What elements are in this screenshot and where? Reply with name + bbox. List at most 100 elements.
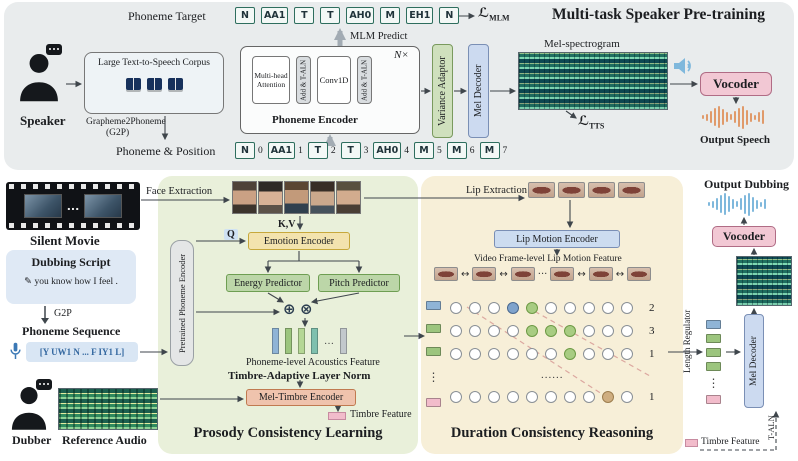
lip-image xyxy=(588,267,613,281)
lip-image xyxy=(618,182,645,198)
mlm-predict-label: MLM Predict xyxy=(350,31,408,42)
add-operator-icon: ⊕ xyxy=(283,300,296,318)
face-image xyxy=(336,181,361,214)
phoneme-box: M xyxy=(446,142,467,159)
position-number: 7 xyxy=(502,145,508,156)
feature-bar xyxy=(706,334,721,343)
feature-bar xyxy=(706,320,721,329)
mlm-loss: ℒMLM xyxy=(478,5,510,23)
feature-bar xyxy=(706,395,721,404)
grid-cell xyxy=(583,301,595,314)
row-label: 3 xyxy=(649,324,655,337)
grid-cell xyxy=(545,390,557,403)
lip-motion-feature-row: ↔ ↔ ··· ↔ ↔ xyxy=(434,267,652,281)
face-image xyxy=(258,181,283,214)
grid-cell xyxy=(450,301,462,314)
mel-decoder-box-2: Mel Decoder xyxy=(744,314,764,408)
grid-cell xyxy=(583,347,595,360)
phoneme-target-box: N xyxy=(235,7,255,24)
row-label: 2 xyxy=(649,301,655,314)
phoneme-box: AA1 xyxy=(267,142,296,159)
grid-cell xyxy=(545,347,557,360)
ellipsis: … xyxy=(324,335,334,347)
taln-label-right: T-ALN xyxy=(766,415,776,441)
g2p-step-label: G2P xyxy=(54,308,72,319)
grid-cell xyxy=(488,347,500,360)
grid-row: 1 xyxy=(450,385,655,408)
timbre-feature-bar-right xyxy=(685,439,698,447)
variance-adaptor-box: Variance Adaptor xyxy=(432,44,453,138)
dubbing-script-text-line: ✎ you know how I feel . xyxy=(24,276,118,287)
position-number: 1 xyxy=(298,145,303,156)
output-speech-waveform xyxy=(702,104,770,130)
grid-cell xyxy=(526,347,538,360)
query-label: Q xyxy=(224,229,238,240)
row-ellipsis: ··· xyxy=(537,268,548,280)
grid-cell xyxy=(564,324,576,337)
grid-cell xyxy=(450,390,462,403)
grid-cell xyxy=(450,324,462,337)
vocoder-box-2: Vocoder xyxy=(712,226,776,247)
phoneme-target-box: T xyxy=(320,7,341,24)
n-times-label: N× xyxy=(394,49,409,61)
output-mel-spectrogram xyxy=(736,256,792,306)
phoneme-target-box: N xyxy=(439,7,460,24)
grid-cell xyxy=(507,347,519,360)
grid-row: ...... xyxy=(450,365,655,385)
length-regulator-label: Length Regulator xyxy=(682,309,692,373)
duration-left-bars: ⋮ xyxy=(426,301,441,407)
grid-cell xyxy=(507,301,519,314)
face-extraction-label: Face Extraction xyxy=(146,186,213,197)
speech-bubble-icon xyxy=(46,44,62,55)
speech-bubble-icon xyxy=(36,379,52,390)
position-number: 3 xyxy=(363,145,369,156)
emotion-encoder-box: Emotion Encoder xyxy=(248,232,350,250)
vocoder-box: Vocoder xyxy=(700,72,772,96)
grid-cell xyxy=(621,347,633,360)
grid-cell xyxy=(602,347,614,360)
grid-cell xyxy=(488,390,500,403)
lip-motion-feature-label: Video Frame-level Lip Motion Feature xyxy=(474,254,622,264)
lip-image xyxy=(588,182,615,198)
output-dubbing-label: Output Dubbing xyxy=(704,177,790,191)
silent-movie-label: Silent Movie xyxy=(30,233,100,248)
g2p-down-arrow xyxy=(41,306,49,324)
grid-cell xyxy=(526,324,538,337)
phoneme-target-label: Phoneme Target xyxy=(128,9,206,23)
dubbing-script-title: Dubbing Script xyxy=(31,255,111,269)
phoneme-box: AH0 xyxy=(373,142,402,159)
position-number: 5 xyxy=(437,145,442,156)
lip-image xyxy=(550,267,575,281)
lip-image xyxy=(558,182,585,198)
key-value-label: K,V xyxy=(278,219,296,230)
vertical-ellipsis: ⋮ xyxy=(707,376,720,390)
acoustic-bar xyxy=(285,328,292,354)
mel-decoder-box: Mel Decoder xyxy=(468,44,489,138)
acoustics-feature-label: Phoneme-level Acoustics Feature xyxy=(246,357,380,368)
pretrained-phoneme-encoder-box: Pretrained Phoneme Encoder xyxy=(170,240,194,366)
face-image xyxy=(232,181,257,214)
grid-cell xyxy=(469,347,481,360)
pencil-icon: ✎ xyxy=(24,277,33,287)
pitch-predictor-box: Pitch Predictor xyxy=(318,274,400,292)
acoustic-bar xyxy=(311,328,318,354)
prosody-title: Prosody Consistency Learning xyxy=(193,425,383,441)
grid-cell xyxy=(450,347,462,360)
bidir-arrow-icon: ↔ xyxy=(461,268,470,280)
tts-corpus-box: Large Text-to-Speech Corpus xyxy=(84,52,224,114)
grid-cell xyxy=(469,324,481,337)
tts-corpus-label: Large Text-to-Speech Corpus xyxy=(98,58,210,68)
dubber-icon xyxy=(10,379,54,434)
reference-audio-label: Reference Audio xyxy=(62,433,147,447)
row-ellipsis: ...... xyxy=(541,369,564,381)
grid-cell xyxy=(621,324,633,337)
face-image xyxy=(310,181,335,214)
g2p-sub-label: (G2P) xyxy=(106,128,130,138)
feature-bar xyxy=(426,347,441,356)
lip-extraction-label: Lip Extraction xyxy=(466,185,527,196)
row-label: 1 xyxy=(649,390,655,403)
output-speech-label: Output Speech xyxy=(700,134,770,146)
phoneme-target-box: T xyxy=(294,7,315,24)
position-number: 2 xyxy=(330,145,336,156)
